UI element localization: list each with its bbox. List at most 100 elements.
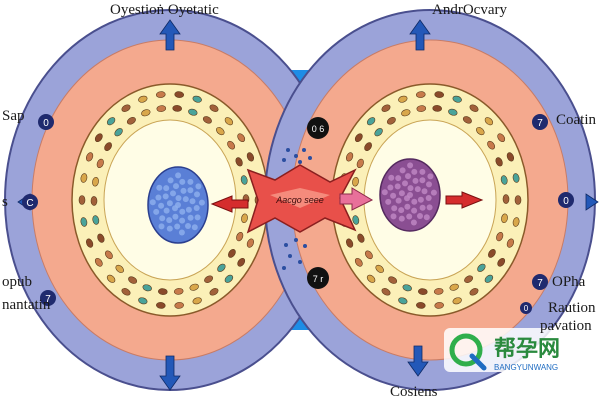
- bead: [487, 140, 496, 150]
- nucleus-granule: [189, 198, 196, 205]
- marker-center-top: 0 6: [307, 117, 329, 139]
- bead: [402, 284, 412, 292]
- left-cell-beads: [78, 91, 262, 309]
- nucleus-granule: [419, 204, 426, 211]
- bead: [381, 288, 391, 296]
- bead: [92, 215, 100, 225]
- nucleus-granule: [407, 162, 414, 169]
- arrow-bottom-right: [407, 345, 429, 377]
- label-top-left: Oyestioṅ Oyetatic: [110, 2, 219, 18]
- bead: [512, 217, 520, 227]
- bead: [104, 142, 112, 151]
- nucleus-granule: [394, 183, 401, 190]
- marker-left-top: 0: [38, 114, 54, 130]
- nucleus-granule: [425, 195, 432, 201]
- svg-text:7: 7: [537, 118, 543, 129]
- nucleus-granule: [185, 206, 192, 213]
- bead: [398, 297, 408, 305]
- nucleus-granule: [179, 217, 186, 224]
- svg-text:0 6: 0 6: [312, 124, 325, 134]
- bead: [497, 257, 506, 267]
- bead: [357, 233, 365, 243]
- bead: [158, 288, 168, 295]
- arrow-top-left: [159, 19, 181, 51]
- nucleus-granule: [421, 188, 428, 195]
- bead: [156, 302, 166, 309]
- nucleus-granule: [406, 213, 413, 220]
- watermark-logo-icon: [449, 333, 483, 367]
- junction-dots-bottom: [282, 238, 307, 270]
- bead: [80, 173, 88, 183]
- bead: [356, 158, 364, 169]
- bead: [156, 91, 166, 98]
- nucleus-granule: [198, 199, 205, 206]
- bead: [156, 105, 167, 112]
- bead: [469, 288, 479, 296]
- bead: [512, 173, 520, 183]
- bead: [433, 288, 444, 295]
- bead: [236, 231, 244, 242]
- label-right-2c: pavation: [540, 318, 592, 334]
- bead: [92, 176, 99, 187]
- bead: [227, 140, 236, 150]
- nucleus-granule: [417, 196, 424, 203]
- bead: [452, 95, 462, 103]
- bead: [126, 117, 136, 125]
- svg-text:0: 0: [43, 118, 49, 129]
- bead: [484, 117, 494, 126]
- nucleus-granule: [194, 191, 200, 198]
- ring-arrows: [17, 19, 599, 391]
- bead: [90, 196, 98, 206]
- bead: [352, 215, 360, 225]
- bead: [174, 91, 184, 98]
- nucleus-granule: [193, 205, 200, 211]
- bead: [80, 217, 88, 227]
- bead: [434, 302, 444, 309]
- watermark-title: 帮孕网: [494, 336, 560, 362]
- label-left-3b: nantatin: [2, 297, 51, 313]
- nucleus-granule: [423, 214, 430, 221]
- bead: [121, 104, 131, 112]
- nucleus-granule: [388, 174, 395, 181]
- bead: [217, 263, 226, 272]
- nucleus-granule: [172, 205, 178, 212]
- svg-text:7: 7: [45, 294, 51, 305]
- bead: [224, 274, 234, 283]
- left-cell: [4, 9, 336, 391]
- marker-center-bot: 7 r: [307, 267, 329, 289]
- nucleus-granule: [391, 205, 398, 212]
- svg-text:7: 7: [537, 278, 543, 289]
- bead: [78, 195, 86, 205]
- bead: [449, 283, 459, 291]
- marker-right-mid: 0: [558, 192, 574, 208]
- bead: [86, 152, 94, 162]
- nucleus-granule: [173, 183, 179, 190]
- nucleus-granule: [194, 214, 201, 221]
- bead: [241, 213, 248, 224]
- arrow-right-mid: [585, 193, 599, 211]
- nucleus-granule: [166, 217, 173, 224]
- nucleus-granule: [163, 207, 170, 214]
- right-cell: [264, 9, 596, 391]
- label-right-2a: OPha: [552, 274, 586, 290]
- bead: [142, 284, 152, 292]
- watermark-logo-tail: [469, 353, 487, 371]
- bead: [216, 127, 225, 136]
- bead: [346, 152, 354, 162]
- nucleus-granule: [179, 178, 186, 185]
- bead: [128, 276, 138, 284]
- bead: [192, 95, 202, 103]
- nucleus-granule: [187, 187, 194, 194]
- nucleus-granule: [411, 168, 418, 175]
- nucleus-granule: [404, 195, 410, 202]
- bead: [386, 117, 396, 125]
- bead: [246, 238, 254, 248]
- right-cell-beads: [338, 91, 522, 309]
- nucleus-granule: [411, 198, 418, 205]
- bead: [497, 133, 506, 143]
- bead: [114, 128, 123, 137]
- nucleus-granule: [398, 207, 405, 214]
- right-red-arrow: [445, 191, 484, 209]
- bead: [366, 274, 376, 283]
